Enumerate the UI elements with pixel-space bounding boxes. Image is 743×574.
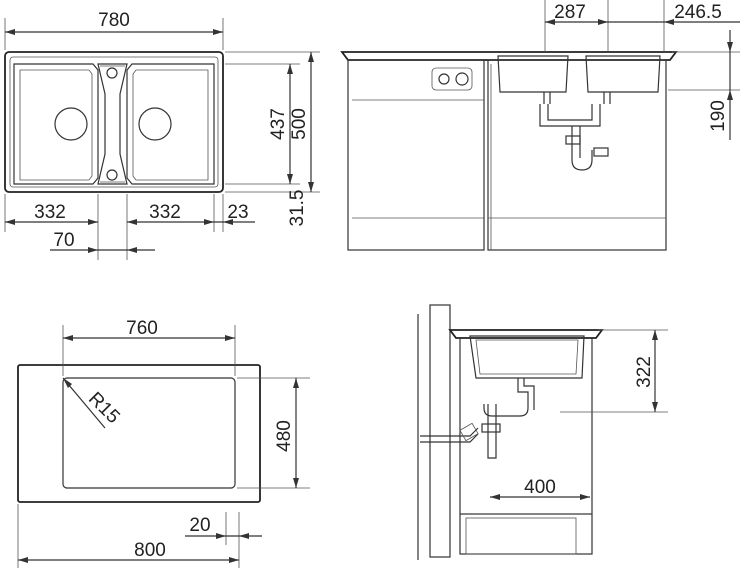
radius-r15-label: R15	[84, 388, 123, 427]
section-view: 322 400	[417, 304, 668, 560]
cutout-opening	[62, 377, 236, 489]
left-bowl	[13, 63, 99, 185]
countertop-cutout-outline	[17, 364, 261, 503]
cutout-view: R15 760 480 20 800	[17, 318, 310, 568]
wall-hatch	[429, 304, 451, 558]
depth-437-label: 437	[268, 108, 289, 140]
left-drain	[54, 107, 88, 141]
right-drain	[138, 107, 172, 141]
margin-23-label: 23	[227, 202, 248, 223]
right-bowl	[126, 63, 215, 185]
bowl-332-left-label: 332	[34, 202, 66, 223]
sink-outline	[4, 51, 224, 193]
bowl-332-right-label: 332	[149, 202, 181, 223]
height-322-label: 322	[634, 356, 655, 388]
height-480-label: 480	[274, 420, 295, 452]
center-divider	[97, 63, 128, 185]
section-countertop	[448, 329, 604, 339]
top-view: 780 500 437 31.5 332 332 23 70	[4, 10, 320, 260]
depth-190-label: 190	[708, 100, 729, 132]
width-780-label: 780	[98, 10, 130, 31]
side-view: 287 246.5 190	[340, 0, 740, 251]
section-bowl	[469, 335, 585, 379]
gap-70-label: 70	[53, 230, 74, 251]
edge-20-label: 20	[189, 515, 210, 536]
offset-246-5-label: 246.5	[674, 2, 722, 23]
countertop	[340, 51, 678, 61]
width-400-label: 400	[524, 477, 556, 498]
sink-cabinet	[487, 59, 667, 251]
margin-31-5-label: 31.5	[287, 190, 308, 227]
offset-287-label: 287	[554, 2, 586, 23]
inner-760-label: 760	[126, 318, 158, 339]
depth-500-label: 500	[289, 108, 310, 140]
sink-rim-inner	[9, 56, 219, 188]
dishwasher	[347, 59, 485, 251]
outer-800-label: 800	[134, 540, 166, 561]
